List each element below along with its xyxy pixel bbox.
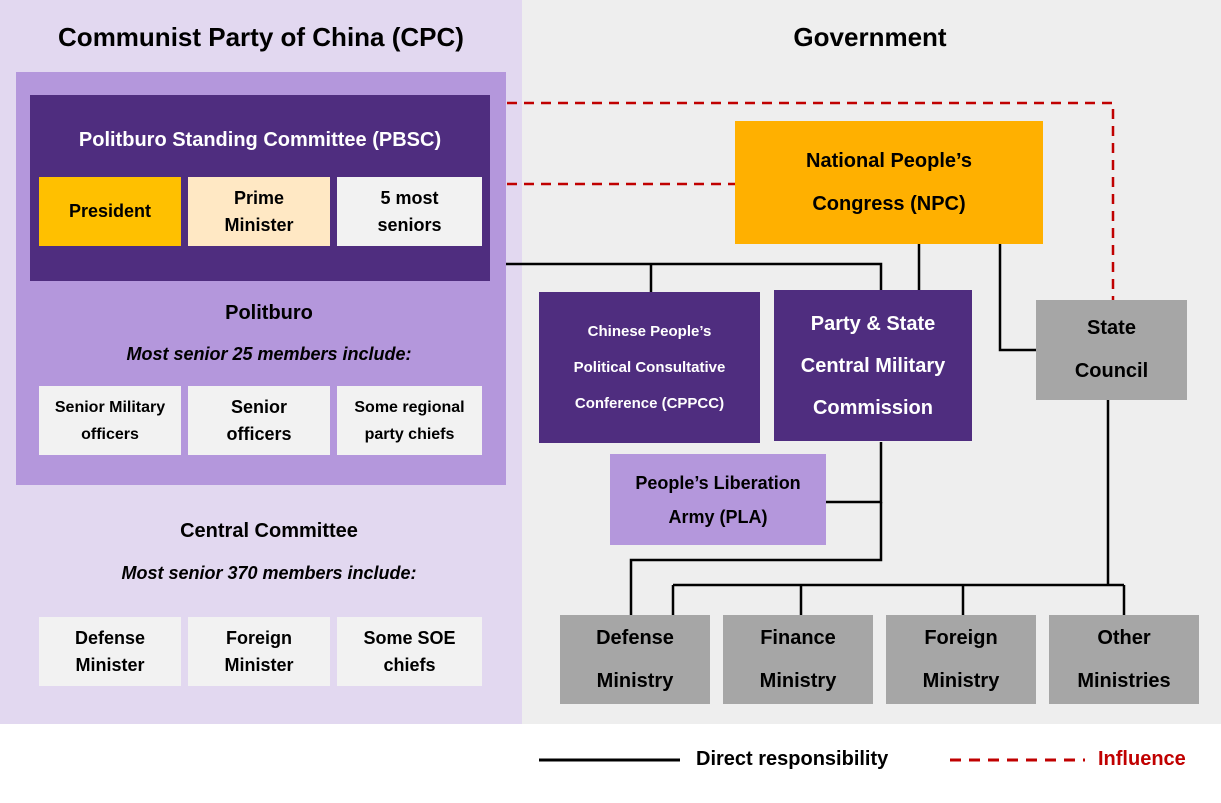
cppcc-box: Chinese People’s Political Consultative …: [539, 292, 760, 443]
regional-party-chiefs-box: Some regional party chiefs: [337, 386, 482, 455]
npc-box: National People’s Congress (NPC): [735, 121, 1043, 244]
senior-officers-box: Senior officers: [188, 386, 330, 455]
line-cmc-pla: [826, 442, 883, 504]
influence-line-pbsc-state-council: [490, 101, 1115, 300]
prime-minister-box: Prime Minister: [188, 177, 330, 246]
line-cmc-defense: [629, 502, 883, 615]
government-title: Government: [793, 22, 947, 52]
politburo-subtitle: Most senior 25 members include:: [126, 344, 412, 364]
foreign-ministry-box: Foreign Ministry: [886, 615, 1036, 704]
state-council-box: State Council: [1036, 300, 1187, 400]
cpc-title: Communist Party of China (CPC): [58, 22, 464, 52]
defense-minister-box: Defense Minister: [39, 617, 181, 686]
senior-military-officers-box: Senior Military officers: [39, 386, 181, 455]
five-most-seniors-box: 5 most seniors: [337, 177, 482, 246]
central-committee-subtitle: Most senior 370 members include:: [121, 563, 417, 583]
central-committee-title: Central Committee: [180, 520, 358, 542]
foreign-minister-box: Foreign Minister: [188, 617, 330, 686]
other-ministries-box: Other Ministries: [1049, 615, 1199, 704]
pbsc-title: Politburo Standing Committee (PBSC): [78, 129, 442, 151]
finance-ministry-box: Finance Ministry: [723, 615, 873, 704]
soe-chiefs-box: Some SOE chiefs: [337, 617, 482, 686]
legend-direct-label: Direct responsibility: [696, 748, 889, 770]
legend-influence-label: Influence: [1098, 748, 1186, 770]
cmc-box: Party & State Central Military Commissio…: [774, 290, 972, 441]
line-pbsc-cmc: [490, 262, 883, 290]
line-npc-state-council: [998, 244, 1036, 352]
defense-ministry-box: Defense Ministry: [560, 615, 710, 704]
pla-box: People’s Liberation Army (PLA): [610, 454, 826, 545]
politburo-title: Politburo: [225, 302, 313, 324]
president-box: President: [39, 177, 181, 246]
